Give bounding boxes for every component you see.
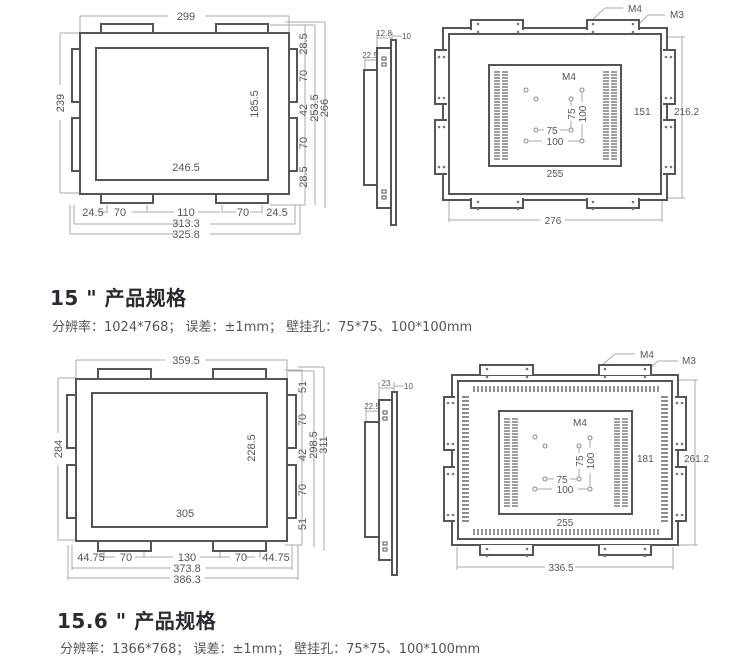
- svg-text:70: 70: [297, 484, 309, 496]
- svg-text:75: 75: [575, 455, 586, 467]
- svg-text:266: 266: [319, 99, 331, 117]
- dim-plate-width: 255: [547, 169, 564, 180]
- svg-text:70: 70: [298, 70, 310, 82]
- model-15-6-section: 359.5 284 228.5 305 51 70 42 70 51 298.5…: [0, 345, 750, 667]
- model-title: 15 " 产品规格: [50, 286, 187, 310]
- model-spec: 分辨率：1024*768； 误差：±1mm； 壁挂孔：75*75、100*100…: [52, 320, 473, 335]
- svg-text:70: 70: [114, 207, 126, 219]
- svg-text:42: 42: [298, 104, 310, 116]
- svg-text:42: 42: [297, 449, 309, 461]
- dim-left-height: 239: [55, 94, 67, 112]
- vent-slots-right: [603, 71, 617, 160]
- model-15-section: 299 239 185.5 246.5 28.5 70 42 70 28.5 2…: [50, 4, 699, 335]
- svg-text:75: 75: [567, 108, 578, 120]
- dim-left-height: 284: [53, 440, 65, 458]
- back-view-drawing: M4 M3 M4 75 100 75 100 181 255 261.2 336…: [443, 350, 709, 574]
- label-m3-top: M3: [682, 356, 696, 367]
- svg-text:253.5: 253.5: [309, 94, 321, 122]
- dim-cutout-height: 216.2: [674, 107, 699, 118]
- front-view-drawing: 299 239 185.5 246.5 28.5 70 42 70 28.5 2…: [55, 11, 331, 241]
- dim-plate-height: 151: [634, 107, 651, 118]
- dim-inner-width: 246.5: [172, 162, 200, 174]
- vent-slots-plate: [504, 418, 628, 507]
- svg-text:44.75: 44.75: [77, 552, 105, 564]
- dim-depth: 23: [382, 379, 391, 388]
- svg-text:325.8: 325.8: [172, 229, 200, 241]
- dim-top-width: 359.5: [172, 355, 200, 367]
- dim-cutout-height: 261.2: [684, 454, 709, 465]
- svg-text:100: 100: [578, 105, 589, 122]
- dim-depth: 12.8: [376, 29, 392, 38]
- dim-bezel: 10: [404, 382, 413, 391]
- model-title: 15.6 " 产品规格: [57, 609, 217, 633]
- svg-text:70: 70: [297, 414, 309, 426]
- dim-inner-height: 185.5: [249, 90, 261, 118]
- label-m4-top: M4: [640, 350, 654, 361]
- svg-text:100: 100: [547, 137, 564, 148]
- svg-text:311: 311: [318, 436, 330, 454]
- dim-cutout-width: 276: [545, 216, 562, 227]
- svg-text:100: 100: [557, 485, 574, 496]
- dim-bezel: 10: [402, 32, 411, 41]
- svg-text:70: 70: [237, 207, 249, 219]
- dim-cutout-width: 336.5: [548, 563, 573, 574]
- svg-text:110: 110: [177, 207, 195, 219]
- svg-text:28.5: 28.5: [298, 166, 310, 187]
- svg-text:70: 70: [298, 137, 310, 149]
- front-view-drawing: 359.5 284 228.5 305 51 70 42 70 51 298.5…: [53, 355, 330, 586]
- svg-text:100: 100: [586, 452, 597, 469]
- svg-text:75: 75: [546, 126, 558, 137]
- svg-text:75: 75: [556, 475, 568, 486]
- svg-text:28.5: 28.5: [298, 33, 310, 54]
- svg-text:24.5: 24.5: [266, 207, 287, 219]
- svg-text:51: 51: [297, 518, 309, 530]
- vent-slots-perimeter: [462, 386, 668, 535]
- svg-text:130: 130: [178, 552, 196, 564]
- svg-text:70: 70: [120, 552, 132, 564]
- svg-text:44.75: 44.75: [262, 552, 290, 564]
- label-m4-center: M4: [573, 418, 587, 429]
- svg-text:51: 51: [297, 381, 309, 393]
- vesa-holes: [523, 87, 585, 144]
- model-spec: 分辨率：1366*768； 误差：±1mm； 壁挂孔：75*75、100*100…: [60, 642, 481, 657]
- side-view-drawing: 12.8 10 22.5: [362, 29, 411, 226]
- label-m3-top: M3: [670, 10, 684, 21]
- label-m4-top: M4: [628, 4, 642, 15]
- dim-plate-height: 181: [637, 454, 654, 465]
- svg-text:24.5: 24.5: [82, 207, 103, 219]
- side-view-drawing: 23 10 22.5: [364, 379, 413, 576]
- dim-offset: 22.5: [362, 51, 378, 60]
- svg-text:298.5: 298.5: [308, 431, 320, 459]
- dim-plate-width: 255: [557, 518, 574, 529]
- vent-slots-left: [494, 71, 508, 160]
- svg-text:386.3: 386.3: [173, 574, 201, 586]
- dim-top-width: 299: [177, 11, 195, 23]
- svg-text:313.3: 313.3: [172, 218, 200, 230]
- svg-text:70: 70: [235, 552, 247, 564]
- dim-offset: 22.5: [364, 402, 380, 411]
- dim-inner-width: 305: [176, 508, 194, 520]
- back-view-drawing: M4 M3 M4 75 100 75 100 151 255 216.2 276: [434, 4, 699, 227]
- svg-text:373.8: 373.8: [173, 563, 201, 575]
- dim-inner-height: 228.5: [246, 434, 258, 462]
- label-m4-center: M4: [562, 72, 576, 83]
